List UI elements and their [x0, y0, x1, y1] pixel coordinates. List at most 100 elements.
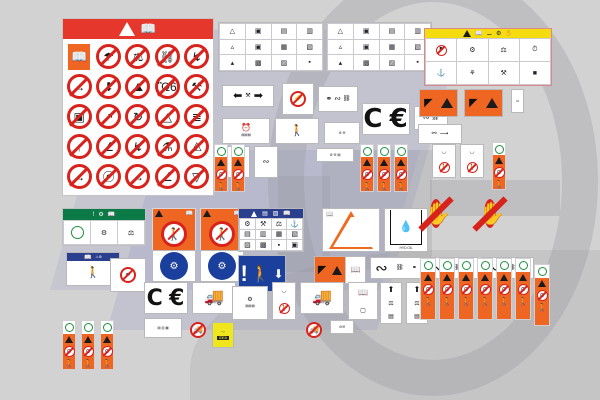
capacity-plate-decal: ⚙ ▤▤▤: [232, 286, 268, 320]
lifting-point-decal: ∾ ⛓ ⚭: [370, 257, 422, 279]
crush-arm-icon: ◤: [317, 263, 327, 276]
hand-icon: ✋: [478, 200, 506, 226]
fall-hazard-decal: 📖 🚶: [152, 208, 196, 252]
crush-hazard-decal-2: ◤: [464, 89, 503, 117]
pictogram-glyph: ⊘: [539, 292, 545, 299]
prohibition-icon: 🚚: [190, 322, 206, 338]
arch-icon: ◡: [469, 148, 475, 155]
label-text: ⚖: [515, 98, 520, 103]
hook-icon: ∾: [422, 113, 430, 122]
chart-cell: ▦: [379, 39, 405, 55]
green-check-circle-icon: [83, 323, 93, 332]
green-check-circle-icon: [480, 261, 490, 270]
crush-hazard-decal: ◤: [419, 89, 458, 117]
crush-hazard-symbols-2: ◤: [465, 90, 502, 116]
warning-triangle-icon: [332, 265, 343, 275]
prohibition-icon: ⚡: [290, 91, 306, 107]
info-strip-text: ⚙ ⚒ ▤: [329, 152, 341, 157]
panel-cell: ⚓: [287, 219, 302, 229]
poster-cell-24: ▽: [183, 162, 211, 191]
no-lifting-persons-icon: ↯: [184, 44, 210, 69]
no-load-over-cab-icon: ↗: [96, 104, 122, 129]
fall-hazard-header: 📖: [153, 209, 195, 218]
hook-block-symbols-2: ∾ ⛓: [415, 107, 447, 129]
pictogram-glyph: ∠: [103, 139, 114, 154]
prohibition-icon: ⊘: [63, 346, 75, 357]
panel-cell: ▨: [240, 240, 255, 250]
prohibition-icon: ⊘: [498, 284, 510, 295]
capacity-text: ▤▤▤: [245, 304, 255, 309]
orange-vertical-warning-strip: ⊘🚶: [62, 320, 76, 370]
pictogram-glyph: ⊘: [425, 286, 431, 293]
pictogram-glyph: ↔: [131, 169, 144, 184]
operating-sequence-grid: ⚑ ⚙ ⚖ ⏱ ⚓ ⚘ ⚒ ■: [425, 38, 551, 85]
no-swing-load-icon: △: [154, 104, 180, 129]
strip-cap: [493, 143, 505, 156]
strip-cap: [101, 321, 113, 334]
no-walking-under-load-icon: ↑: [66, 134, 92, 159]
orange-warning-triangle-icon: [329, 211, 379, 249]
micro-label-text: ⚙⚒: [338, 324, 346, 329]
falling-person-icon: 🚶: [83, 359, 93, 368]
crush-hazard-panel: ◤: [315, 257, 346, 283]
small-pictogram-strip-decal: ▤ ▥ ▦: [144, 318, 182, 338]
strip-cap: [535, 265, 549, 278]
prohibition-icon: ⊘: [215, 169, 227, 180]
pictogram-glyph: ⦿: [102, 169, 115, 184]
no-electric-shock-symbol: ⚡: [283, 84, 313, 114]
no-stacking-icon: ≣: [184, 104, 210, 129]
panel-cell: ▤: [240, 229, 255, 240]
prohibition-icon: ⊘: [378, 169, 390, 180]
poster-cell-6: ⬇: [94, 72, 122, 101]
forklift-icon: 🚚: [204, 289, 224, 306]
crush-hazard-with-manual-decal: ◤ 📖: [314, 256, 366, 284]
pictogram-glyph: ↯: [191, 49, 202, 64]
green-check-circle-icon: [518, 261, 528, 270]
operator-symbol: 🚶: [276, 119, 318, 143]
chart-cell: ▧: [297, 39, 322, 55]
warning-triangle-icon: [519, 274, 527, 281]
green-check-circle-icon: [233, 146, 243, 156]
panel-cell: ▩: [255, 240, 271, 250]
pictogram-glyph: ↻: [132, 109, 144, 124]
prohibition-pictogram-poster: 📖 📖☂⚖⛓↯↔⬇⛰Ὣ6⚒▣↗↻△≣↑∠↯⚗⚠↔⦿↔∠▽: [62, 18, 214, 196]
book-icon: 📖: [107, 212, 116, 218]
info-small-decal: ⚙ ⚒: [324, 122, 360, 144]
falling-person-icon: 🚶: [362, 182, 372, 191]
chart-cell: ▧: [405, 39, 430, 55]
pictogram-glyph: △: [162, 109, 172, 124]
fall-hazard-symbol: 🚶: [153, 218, 195, 250]
pictogram-glyph: ↗: [103, 109, 114, 124]
falling-person-icon: 🚶: [216, 182, 226, 191]
arrow-up-icon: ⬆: [387, 285, 395, 295]
no-forklift-symbol-2: 🚚: [302, 318, 326, 342]
pictogram-glyph: ▣: [73, 109, 85, 124]
pictogram-glyph: ⊘: [444, 286, 450, 293]
exclamation-icon: !: [240, 260, 248, 286]
yellow-warning-note-decal: 〜 IDEA: [212, 322, 234, 348]
pictogram-glyph: ⊘: [398, 171, 404, 178]
small-info-strip-decal: ⚙ ⚒ ▤: [316, 148, 354, 162]
poster-cell-3: ⛓: [153, 42, 181, 71]
falling-person-icon: 🚶: [442, 297, 452, 306]
poster-cell-1: ☂: [94, 42, 122, 71]
fall-hazard-header-2: 📖: [201, 209, 243, 218]
warning-triangle-icon: [119, 22, 136, 36]
pictogram-glyph: ⊘: [381, 171, 387, 178]
ppe-round-symbol: ⚙: [153, 251, 195, 281]
orange-vertical-warning-strip: ⊘🚶: [534, 264, 550, 326]
step-cell: ⚖: [118, 221, 144, 244]
strip-cap: [516, 259, 530, 272]
pictogram-glyph: ▽: [192, 169, 202, 184]
prohibition-icon: ⊘: [493, 167, 505, 178]
chart-icon: ▨: [272, 211, 279, 217]
no-outrigger-retract-icon: ↻: [125, 104, 151, 129]
step-cell: ⚙: [457, 39, 488, 61]
strip-cap: [361, 145, 373, 158]
ce-mark-text: C €: [363, 104, 409, 134]
poster-cell-12: ↻: [124, 102, 152, 131]
strip-cap: [232, 145, 244, 158]
emergency-steps: ⚙ ⚖: [63, 220, 145, 245]
book-icon: 📖: [234, 210, 241, 217]
hook-icon: ∾: [334, 94, 341, 103]
